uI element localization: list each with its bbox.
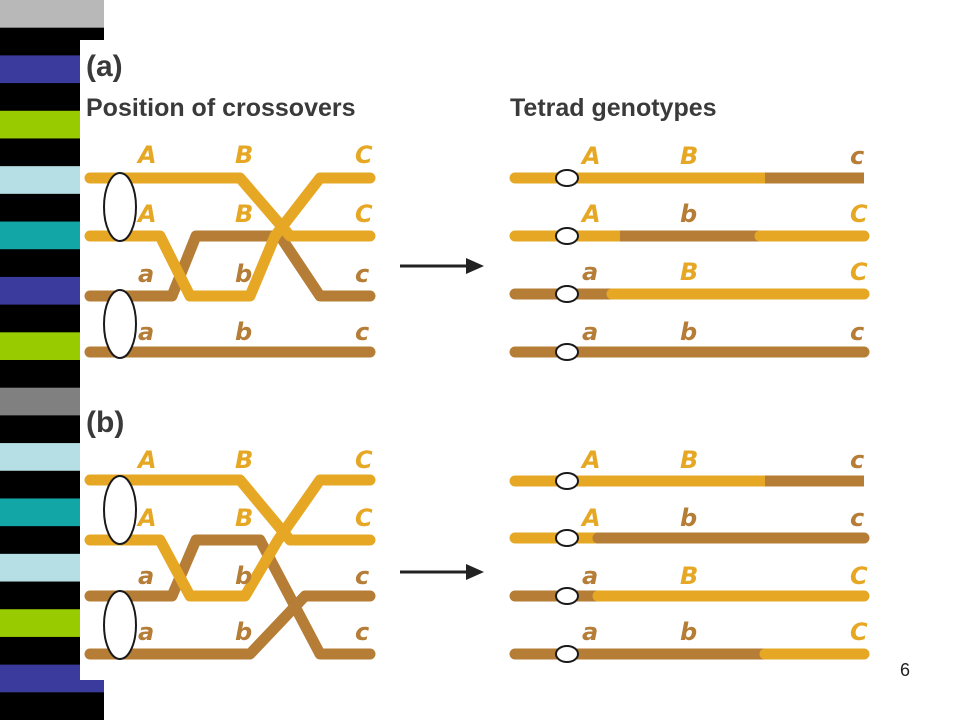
panel-b-tetrad-centromeres xyxy=(555,472,579,663)
centromere-oval xyxy=(103,590,137,660)
panel-a-tetrad-centromeres xyxy=(555,169,579,361)
gene-label: b xyxy=(680,318,697,346)
gene-label: C xyxy=(355,446,373,474)
gene-label: B xyxy=(235,141,253,169)
gene-label: C xyxy=(355,504,373,532)
crossovers-header: Position of crossovers xyxy=(86,94,356,122)
chromatid-a1 xyxy=(84,172,376,242)
gene-label: a xyxy=(582,258,598,286)
centromere-oval xyxy=(555,587,579,605)
gene-label: b xyxy=(235,562,252,590)
gene-label: b xyxy=(680,504,697,532)
centromere-oval xyxy=(103,475,137,545)
strip-block xyxy=(0,0,104,29)
gene-label: B xyxy=(680,446,698,474)
gene-label: a xyxy=(138,562,154,590)
gene-label: b xyxy=(680,200,697,228)
gene-label: B xyxy=(680,258,698,286)
panel-b-centromeres xyxy=(103,475,137,660)
panel-a-label: (a) xyxy=(86,50,123,83)
gene-label: b xyxy=(235,260,252,288)
chromatid-a3 xyxy=(84,230,376,302)
chromatid-b2 xyxy=(84,474,376,602)
gene-label: c xyxy=(355,562,369,590)
centromere-oval xyxy=(103,172,137,242)
gene-label: b xyxy=(680,618,697,646)
gene-label: a xyxy=(582,618,598,646)
chromatid-a2 xyxy=(84,172,376,302)
centromere-oval xyxy=(555,472,579,490)
gene-label: c xyxy=(850,318,864,346)
gene-label: A xyxy=(580,504,601,532)
panel-a-crossovers xyxy=(84,172,376,358)
gene-label: c xyxy=(850,446,864,474)
gene-label: a xyxy=(582,318,598,346)
tetrad-header: Tetrad genotypes xyxy=(510,94,717,122)
chromatid-b4 xyxy=(84,590,376,660)
page-number: 6 xyxy=(899,660,910,680)
centromere-oval xyxy=(103,289,137,359)
gene-label: A xyxy=(580,200,601,228)
panel-b-arrow xyxy=(400,564,484,580)
gene-label: A xyxy=(136,141,157,169)
strip-block xyxy=(0,692,104,720)
gene-label: C xyxy=(355,141,373,169)
gene-label: a xyxy=(138,618,154,646)
gene-label: b xyxy=(235,318,252,346)
gene-label: A xyxy=(580,446,601,474)
gene-label: C xyxy=(850,618,868,646)
panel-b-label: (b) xyxy=(86,406,124,439)
centromere-oval xyxy=(555,285,579,303)
centromere-oval xyxy=(555,227,579,245)
chromatid-b3 xyxy=(84,534,376,660)
gene-label: a xyxy=(582,562,598,590)
gene-label: c xyxy=(850,142,864,170)
gene-label: c xyxy=(355,618,369,646)
centromere-oval xyxy=(555,343,579,361)
gene-label: A xyxy=(580,142,601,170)
arrowhead-icon xyxy=(466,258,484,274)
centromere-oval xyxy=(555,645,579,663)
gene-label: A xyxy=(136,446,157,474)
gene-label: a xyxy=(138,318,154,346)
gene-label: c xyxy=(850,504,864,532)
chromatid-b1 xyxy=(84,474,376,546)
panel-a-tetrad-labels: A B c A b C a B C a b c xyxy=(580,142,868,346)
gene-label: B xyxy=(680,142,698,170)
gene-label: B xyxy=(235,446,253,474)
centromere-oval xyxy=(555,529,579,547)
gene-label: B xyxy=(235,200,253,228)
gene-label: B xyxy=(235,504,253,532)
gene-label: A xyxy=(136,200,157,228)
centromere-oval xyxy=(555,169,579,187)
panel-b-tetrad-labels: A B c A b c a B C a b C xyxy=(580,446,868,646)
gene-label: B xyxy=(680,562,698,590)
gene-label: C xyxy=(850,258,868,286)
gene-label: c xyxy=(355,318,369,346)
panel-b-crossovers xyxy=(84,474,376,660)
panel-a-centromeres xyxy=(103,172,137,359)
panel-b-crossover-labels: A B C A B C a b c a b c xyxy=(136,446,373,646)
gene-label: A xyxy=(136,504,157,532)
gene-label: b xyxy=(235,618,252,646)
gene-label: C xyxy=(355,200,373,228)
gene-label: c xyxy=(355,260,369,288)
panel-a-arrow xyxy=(400,258,484,274)
gene-label: a xyxy=(138,260,154,288)
arrowhead-icon xyxy=(466,564,484,580)
gene-label: C xyxy=(850,562,868,590)
gene-label: C xyxy=(850,200,868,228)
panel-a-crossover-labels: A B C A B C a b c a b c xyxy=(136,141,373,346)
